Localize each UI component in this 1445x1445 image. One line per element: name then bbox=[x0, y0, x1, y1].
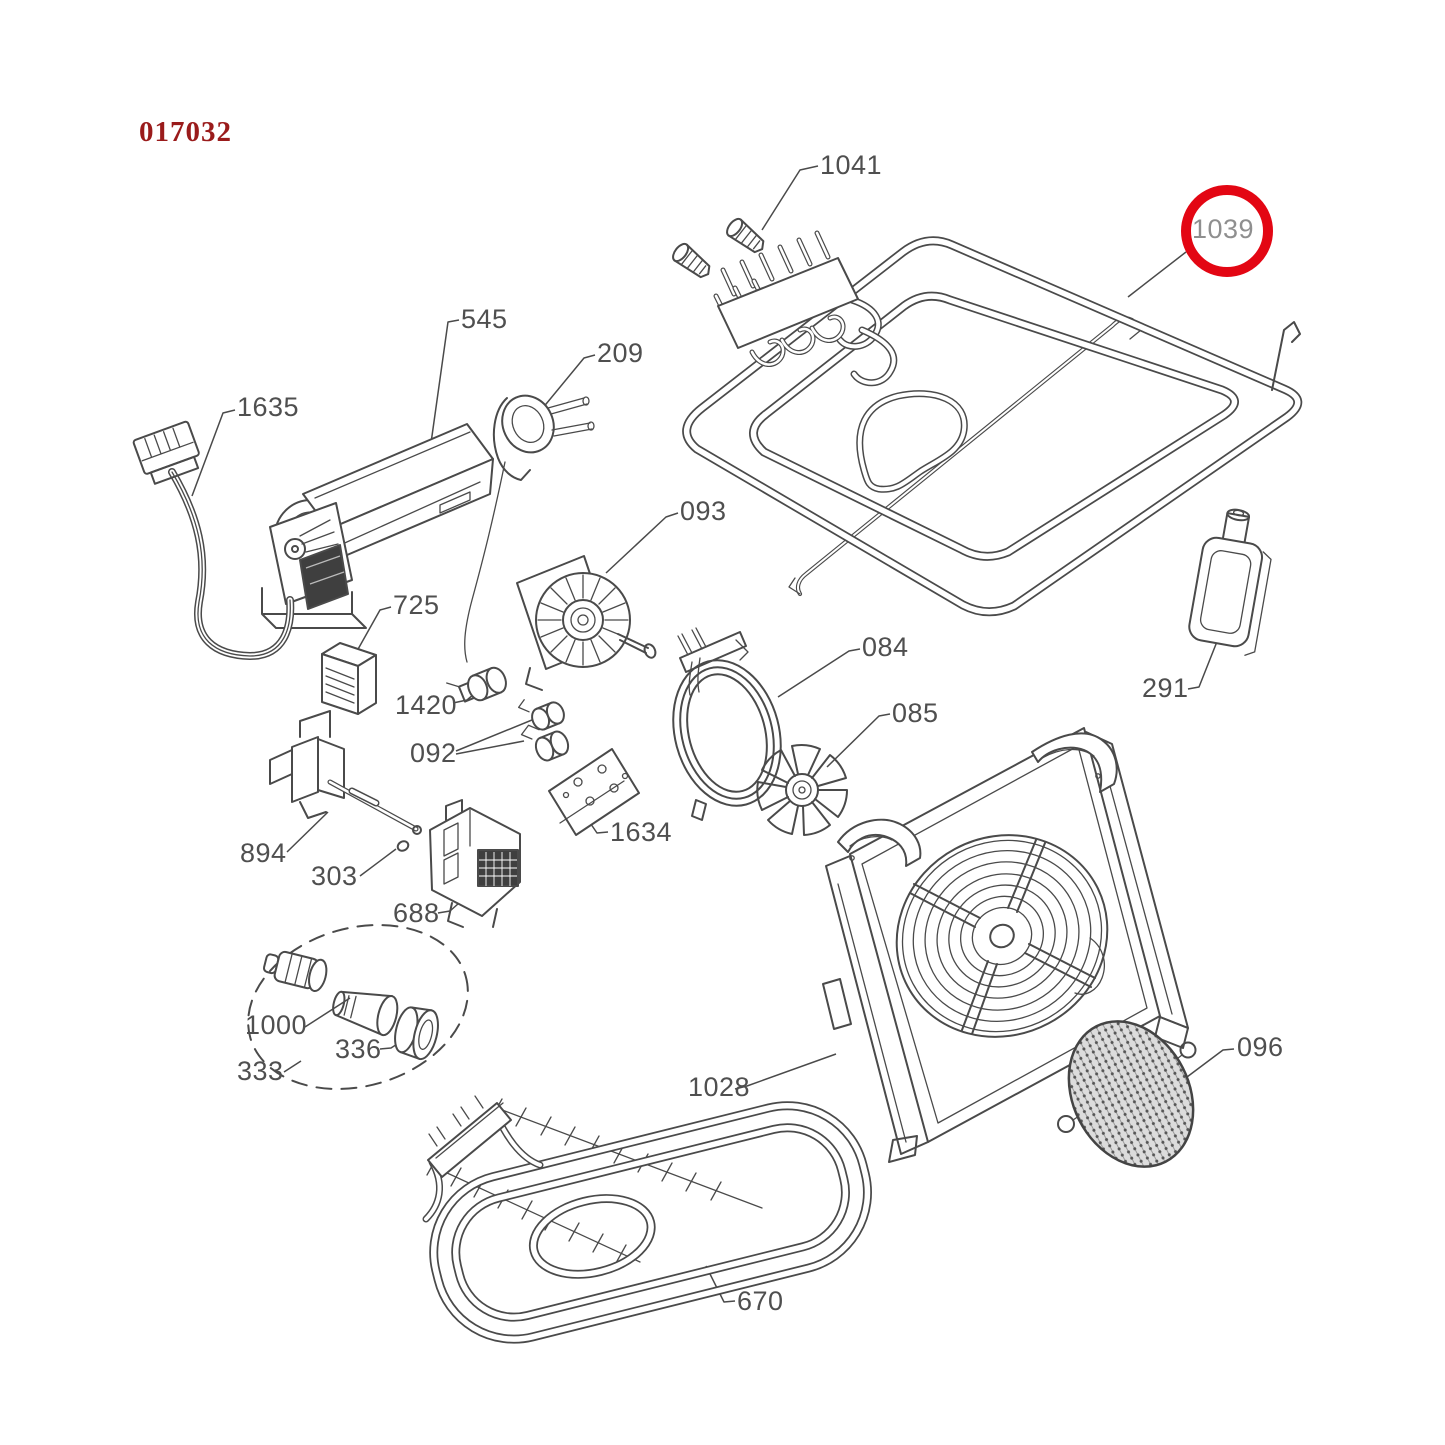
part-label-1028: 1028 bbox=[688, 1072, 751, 1102]
keyhole-bend bbox=[856, 390, 968, 493]
plug-drawing bbox=[464, 394, 595, 663]
pin-drawing bbox=[396, 840, 410, 852]
part-label-1634: 1634 bbox=[610, 817, 673, 847]
part-label-096: 096 bbox=[1237, 1032, 1284, 1062]
part-label-093: 093 bbox=[680, 496, 727, 526]
fan-grille bbox=[895, 834, 1109, 1038]
round-element-drawing bbox=[672, 627, 782, 821]
part-label-670: 670 bbox=[737, 1286, 784, 1316]
part-label-333: 333 bbox=[237, 1056, 284, 1086]
part-label-894: 894 bbox=[240, 838, 287, 868]
part-label-1635: 1635 bbox=[237, 392, 300, 422]
part-label-1039: 1039 bbox=[1192, 214, 1255, 244]
lamp-socket-cone bbox=[332, 990, 399, 1037]
cable-drawing bbox=[132, 420, 295, 660]
motor-assembly-drawing bbox=[261, 423, 494, 629]
part-label-1000: 1000 bbox=[245, 1010, 308, 1040]
part-label-084: 084 bbox=[862, 632, 909, 662]
thermostat-drawing bbox=[446, 666, 507, 703]
part-label-688: 688 bbox=[393, 898, 440, 928]
part-label-336: 336 bbox=[335, 1034, 382, 1064]
highlight-ring bbox=[1181, 185, 1273, 277]
element-bracket bbox=[427, 1095, 512, 1178]
part-label-1041: 1041 bbox=[820, 150, 883, 180]
sensor-clips-drawing bbox=[517, 699, 570, 762]
mounting-plate-drawing bbox=[548, 748, 640, 836]
part-label-545: 545 bbox=[461, 304, 508, 334]
connector-block-drawing bbox=[321, 642, 377, 715]
part-label-1420: 1420 bbox=[395, 690, 458, 720]
screws-drawing bbox=[672, 217, 765, 279]
part-label-725: 725 bbox=[393, 590, 440, 620]
document-code: 017032 bbox=[139, 116, 232, 148]
part-label-209: 209 bbox=[597, 338, 644, 368]
impeller-drawing bbox=[756, 743, 848, 836]
bake-element-drawing bbox=[422, 1095, 872, 1344]
broil-element-drawing bbox=[682, 230, 1303, 617]
part-label-092: 092 bbox=[410, 738, 457, 768]
part-label-085: 085 bbox=[892, 698, 939, 728]
lamp-bulb bbox=[262, 950, 328, 993]
terminal-block bbox=[713, 230, 859, 367]
lamp-lens-drawing bbox=[1188, 508, 1272, 656]
mesh-filter-drawing bbox=[1057, 1020, 1197, 1168]
control-module-drawing bbox=[429, 799, 521, 928]
fan-motor-drawing bbox=[516, 555, 657, 691]
lamp-kit-drawing bbox=[247, 924, 469, 1090]
lamp-lens-cap bbox=[394, 1006, 439, 1061]
lamp-kit-boundary bbox=[247, 924, 469, 1090]
part-label-291: 291 bbox=[1142, 673, 1189, 703]
switch-bracket-drawing bbox=[269, 710, 422, 835]
part-label-303: 303 bbox=[311, 861, 358, 891]
